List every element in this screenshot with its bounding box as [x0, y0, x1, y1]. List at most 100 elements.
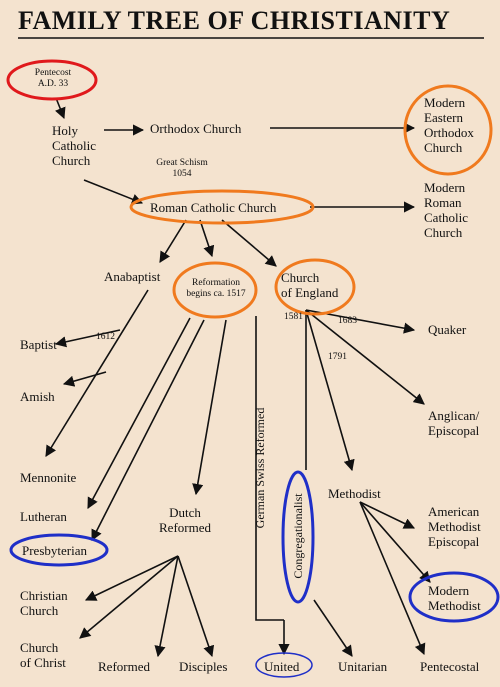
node-mrc-line-3: Catholic: [424, 210, 469, 225]
node-holy-catholic-line-1: Holy: [52, 123, 78, 138]
node-modern-eastern-orthodox: Modern Eastern Orthodox Church: [424, 95, 474, 155]
node-ame-line-3: Episcopal: [428, 534, 480, 549]
page-title: FAMILY TREE OF CHRISTIANITY: [18, 6, 451, 35]
node-reformation-line-2: begins ca. 1517: [186, 289, 246, 299]
node-pentecostal: Pentecostal: [420, 659, 480, 674]
edge-dutch-christian: [84, 555, 179, 601]
label-year-1791: 1791: [328, 352, 347, 362]
edge-reformation-dutch: [192, 319, 227, 496]
node-mrc-line-4: Church: [424, 225, 463, 240]
edge-methodist-american: [359, 501, 416, 529]
edge-dutch-churchofchrist: [79, 555, 179, 639]
highlight-roman-catholic: [129, 189, 315, 225]
edge-england-methodist: [305, 309, 355, 472]
node-anglican-episcopal: Anglican/ Episcopal: [428, 408, 479, 438]
edge-anabaptist-amish: [62, 371, 107, 387]
node-modern-roman-catholic: Modern Roman Catholic Church: [424, 180, 468, 240]
node-church-of-christ: Church of Christ: [20, 640, 66, 670]
node-reformation-line-1: Reformation: [191, 278, 240, 288]
node-lutheran: Lutheran: [20, 509, 67, 524]
label-year-1581: 1581: [284, 312, 303, 322]
node-ae-line-1: Anglican/: [428, 408, 480, 423]
node-mrc-line-2: Roman: [424, 195, 462, 210]
node-reformation: Reformation begins ca. 1517: [180, 278, 252, 300]
node-coe-line-1: Church: [281, 270, 320, 285]
node-reformed: Reformed: [98, 659, 150, 674]
node-dr-line-1: Dutch: [169, 505, 201, 520]
node-amish: Amish: [20, 389, 55, 404]
node-modern-methodist: Modern Methodist: [428, 583, 481, 613]
edge-roman-england: [221, 219, 277, 267]
label-year-1612: 1612: [96, 332, 115, 342]
node-cc-line-1: Christian: [20, 588, 68, 603]
edge-congregational-unitarian: [313, 599, 353, 657]
node-great-schism: Great Schism 1054: [146, 158, 218, 180]
node-disciples: Disciples: [179, 659, 228, 674]
node-holy-catholic-line-3: Church: [52, 153, 91, 168]
node-meo-line-3: Orthodox: [424, 125, 474, 140]
node-roman-catholic-church: Roman Catholic Church: [150, 200, 277, 215]
edge-reformation-presbyterian: [91, 319, 205, 541]
node-cc-line-2: Church: [20, 603, 59, 618]
node-church-of-england: Church of England: [281, 270, 338, 300]
node-great-schism-label: Great Schism: [156, 158, 208, 168]
highlight-united: [255, 652, 313, 678]
node-presbyterian: Presbyterian: [22, 543, 87, 558]
node-meo-line-4: Church: [424, 140, 463, 155]
node-ae-line-2: Episcopal: [428, 423, 480, 438]
node-coe-line-2: of England: [281, 285, 339, 300]
node-dutch-reformed: Dutch Reformed: [150, 505, 220, 535]
edge-roman-anabaptist: [159, 219, 187, 263]
node-united: United: [264, 659, 300, 674]
bracket-german-swiss: [255, 316, 284, 621]
node-ame-line-1: American: [428, 504, 480, 519]
node-anabaptist: Anabaptist: [104, 269, 161, 284]
label-year-1683: 1683: [338, 316, 357, 326]
node-meo-line-2: Eastern: [424, 110, 463, 125]
node-mrc-line-1: Modern: [424, 180, 466, 195]
edge-reformation-lutheran: [87, 317, 191, 509]
highlight-pentecost: [6, 59, 98, 101]
edge-anabaptist-mennonite: [45, 289, 149, 457]
node-baptist: Baptist: [20, 337, 57, 352]
node-orthodox-church: Orthodox Church: [150, 121, 242, 136]
highlight-reformation: [172, 261, 258, 319]
node-american-methodist-episcopal: American Methodist Episcopal: [428, 504, 481, 549]
node-pentecost-label: Pentecost: [34, 68, 72, 78]
highlight-presbyterian: [9, 533, 109, 567]
node-pentecost-date: A.D. 33: [37, 79, 69, 89]
node-quaker: Quaker: [428, 322, 467, 337]
edge-england-anglican: [305, 309, 425, 405]
node-christian-church: Christian Church: [20, 588, 68, 618]
node-holy-catholic-church: Holy Catholic Church: [52, 123, 96, 168]
node-great-schism-year: 1054: [172, 169, 192, 179]
node-pentecost: Pentecost A.D. 33: [26, 68, 80, 90]
node-coc-line-2: of Christ: [20, 655, 66, 670]
highlight-modern-eastern-orthodox: [403, 84, 493, 176]
edge-methodist-pentecostal: [359, 501, 426, 656]
node-mm-line-2: Methodist: [428, 598, 481, 613]
node-unitarian: Unitarian: [338, 659, 388, 674]
node-congregationalist: Congregationalist: [291, 493, 305, 579]
node-methodist: Methodist: [328, 486, 381, 501]
edge-anabaptist-baptist: [54, 329, 121, 348]
node-ame-line-2: Methodist: [428, 519, 481, 534]
node-meo-line-1: Modern: [424, 95, 466, 110]
node-holy-catholic-line-2: Catholic: [52, 138, 97, 153]
highlight-church-of-england: [274, 258, 356, 316]
highlight-modern-methodist: [408, 571, 500, 623]
node-german-swiss-reformed: German Swiss Reformed: [253, 407, 267, 529]
edge-methodist-modern: [359, 501, 431, 583]
node-dr-line-2: Reformed: [159, 520, 211, 535]
highlight-congregationalist: [281, 470, 315, 604]
edge-dutch-reformed: [154, 555, 179, 658]
edge-holy-roman: [83, 179, 144, 205]
node-mm-line-1: Modern: [428, 583, 470, 598]
node-coc-line-1: Church: [20, 640, 59, 655]
edge-dutch-disciples: [177, 555, 215, 658]
node-mennonite: Mennonite: [20, 470, 77, 485]
edge-pentecost-holy: [55, 97, 66, 120]
edge-roman-reformation: [199, 219, 215, 258]
